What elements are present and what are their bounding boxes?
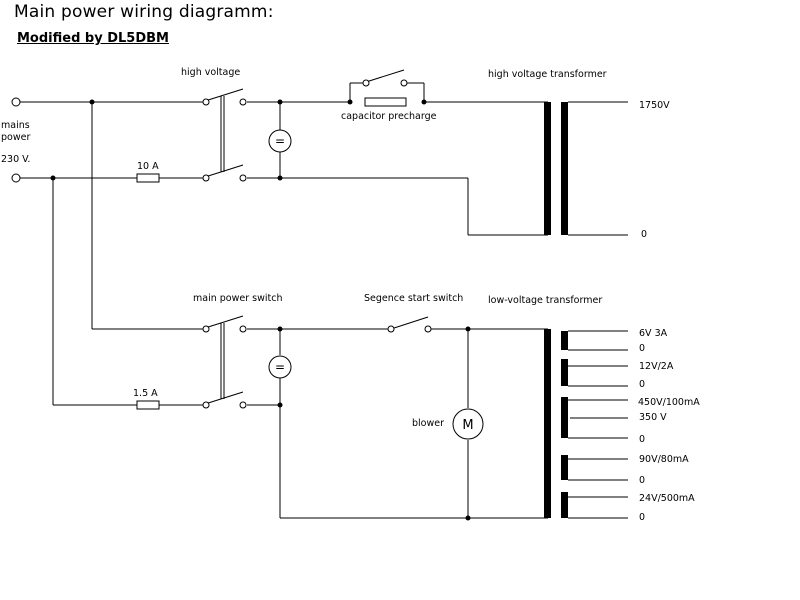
precharge-contact — [400, 79, 408, 87]
switch-contact — [202, 401, 210, 409]
hv-output-0: 0 — [641, 229, 648, 240]
lv-output-label: 0 — [639, 343, 646, 354]
hv-switch-label: high voltage — [181, 67, 241, 78]
blower-motor — [452, 408, 484, 440]
lv-winding — [561, 397, 568, 438]
switch-contact — [239, 98, 247, 106]
lv-output-label: 90V/80mA — [639, 454, 689, 465]
mains-label: mains — [1, 120, 30, 131]
diagram-title: Main power wiring diagramm: — [14, 2, 274, 22]
junction-dot — [277, 326, 283, 332]
switch-contact — [239, 325, 247, 333]
precharge-contact — [362, 79, 370, 87]
fuse-lv — [136, 400, 160, 410]
hv-transformer-primary — [544, 102, 551, 235]
lv-output-label: 12V/2A — [639, 361, 674, 372]
lv-output-label: 350 V — [639, 412, 667, 423]
fuse-lv-label: 1.5 A — [133, 388, 158, 399]
lv-transformer-primary — [544, 329, 551, 518]
switch-contact — [202, 98, 210, 106]
switch-contact — [239, 174, 247, 182]
junction-group — [50, 99, 471, 521]
power-label: power — [1, 132, 31, 143]
voltage-label: 230 V. — [1, 154, 31, 165]
diagram-subtitle: Modified by DL5DBM — [17, 31, 169, 46]
junction-dot — [465, 515, 471, 521]
junction-dot — [347, 99, 353, 105]
lv-transformer-label: low-voltage transformer — [488, 295, 603, 306]
lv-winding — [561, 492, 568, 518]
hv-indicator-lamp — [268, 129, 292, 153]
lv-output-label: 24V/500mA — [639, 493, 695, 504]
junction-dot — [421, 99, 427, 105]
lv-output-label: 0 — [639, 512, 646, 523]
precharge-resistor — [364, 97, 407, 107]
lv-output-label: 450V/100mA — [638, 397, 700, 408]
lv-output-label: 0 — [639, 379, 646, 390]
lv-output-label: 0 — [639, 475, 646, 486]
junction-dot — [50, 175, 56, 181]
lv-output-label: 0 — [639, 434, 646, 445]
blower-label: blower — [412, 418, 445, 429]
junction-dot — [277, 99, 283, 105]
mains-terminal — [11, 173, 21, 183]
lv-output-label: 6V 3A — [639, 328, 668, 339]
lamp-symbol: = — [275, 134, 285, 148]
fuse-hv-label: 10 A — [137, 161, 159, 172]
lamp-symbol: = — [275, 360, 285, 374]
hv-output-1750v: 1750V — [639, 100, 670, 111]
switch-contact — [239, 401, 247, 409]
mains-terminal — [11, 97, 21, 107]
junction-dot — [465, 326, 471, 332]
lv-transformer-secondaries — [561, 331, 568, 518]
precharge-label: capacitor precharge — [341, 111, 437, 122]
junction-dot — [277, 402, 283, 408]
hv-transformer-label: high voltage transformer — [488, 69, 607, 80]
junction-dot — [277, 175, 283, 181]
lv-winding — [561, 359, 568, 386]
fuse-hv — [136, 173, 160, 183]
junction-dot — [89, 99, 95, 105]
sequence-switch-label: Segence start switch — [364, 293, 464, 304]
sequence-contact — [387, 325, 395, 333]
lv-indicator-lamp — [268, 355, 292, 379]
main-switch-label: main power switch — [193, 293, 283, 304]
switch-contact — [202, 325, 210, 333]
switch-contact — [202, 174, 210, 182]
lv-winding — [561, 331, 568, 350]
sequence-contact — [424, 325, 432, 333]
hv-transformer-secondary — [561, 102, 568, 235]
terminal-group — [11, 79, 432, 409]
motor-symbol: M — [462, 418, 473, 433]
lv-winding — [561, 455, 568, 480]
